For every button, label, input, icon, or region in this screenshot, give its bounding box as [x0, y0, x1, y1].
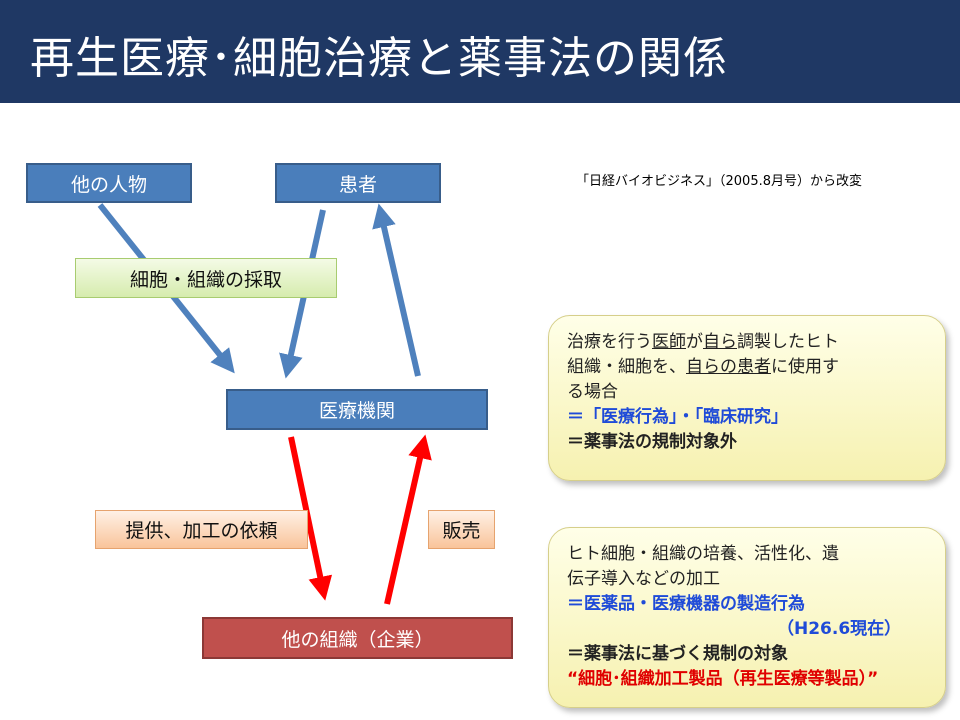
box-other-person: 他の人物 — [26, 163, 192, 203]
note1-not-regulated: ＝薬事法の規制対象外 — [567, 432, 737, 452]
note-manufacturing: ヒト細胞・組織の培養、活性化、遺 伝子導入などの加工 ＝医薬品・医療機器の製造行… — [548, 527, 946, 708]
note-medical-practice: 治療を行う医師が自ら調製したヒト 組織・細胞を、自らの患者に使用す る場合 ＝「… — [548, 315, 946, 481]
note1-line1: 治療を行う医師が自ら調製したヒト — [567, 332, 839, 352]
label-sale: 販売 — [428, 510, 495, 549]
box-patient: 患者 — [275, 163, 441, 203]
arrow-company-to-institution — [384, 434, 432, 605]
label-processing-request: 提供、加工の依頼 — [95, 510, 308, 549]
note1-line3: る場合 — [567, 382, 618, 402]
label-cell-collection: 細胞・組織の採取 — [75, 258, 337, 298]
box-medical-institution: 医療機関 — [226, 389, 488, 430]
title-bar: 再生医療･細胞治療と薬事法の関係 — [0, 0, 960, 103]
note2-regulated: ＝薬事法に基づく規制の対象 — [567, 644, 788, 664]
page-title: 再生医療･細胞治療と薬事法の関係 — [30, 33, 728, 84]
note1-line2: 組織・細胞を、自らの患者に使用す — [567, 357, 839, 377]
note2-line1: ヒト細胞・組織の培養、活性化、遺 — [567, 544, 839, 564]
note1-medical-act: ＝「医療行為」・「臨床研究」 — [567, 407, 788, 427]
note2-line2: 伝子導入などの加工 — [567, 569, 720, 589]
arrow-institution-to-patient — [372, 203, 421, 377]
note2-product-category: “細胞･組織加工製品（再生医療等製品）” — [567, 669, 879, 689]
note2-manufacturing-act: ＝医薬品・医療機器の製造行為 — [567, 594, 805, 614]
source-note: 「日経バイオビジネス」（2005.8月号）から改変 — [576, 174, 862, 189]
note2-date: （H26.6現在） — [777, 619, 902, 639]
box-other-organization: 他の組織（企業） — [202, 617, 513, 659]
